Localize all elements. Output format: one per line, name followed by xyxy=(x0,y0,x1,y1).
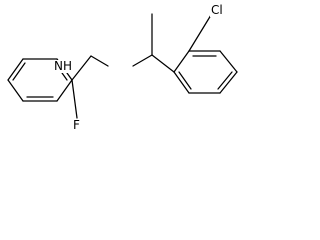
bond-c-cl xyxy=(188,14,212,52)
molecule-diagram: NH Cl F xyxy=(7,3,238,132)
atom-label-chlorine: Cl xyxy=(210,3,224,17)
bond-ring-b-1 xyxy=(173,50,190,73)
bond-skeleton xyxy=(7,13,238,119)
bond-ring-b-6 xyxy=(173,71,190,94)
bond-ch-ring xyxy=(151,54,175,73)
bond-ring-ch2 xyxy=(71,55,92,81)
bond-ch2-n xyxy=(90,55,109,67)
bond-ring-b-3 xyxy=(219,50,238,73)
bond-ring-b-4 xyxy=(219,71,238,94)
bond-ring-b-double-2 xyxy=(217,71,233,90)
bond-n-ch xyxy=(132,54,153,67)
bond-ring-a-1 xyxy=(7,58,24,81)
atom-label-amine: NH xyxy=(53,59,73,73)
bond-ring-a-double-1 xyxy=(12,62,26,81)
bond-ring-a-4 xyxy=(56,79,73,102)
bond-c-f xyxy=(71,79,78,119)
atom-label-fluorine: F xyxy=(72,118,81,132)
bond-ring-a-6 xyxy=(7,79,24,102)
chlorophenyl-ring xyxy=(173,50,238,94)
bond-ring-b-double-3 xyxy=(178,71,192,90)
